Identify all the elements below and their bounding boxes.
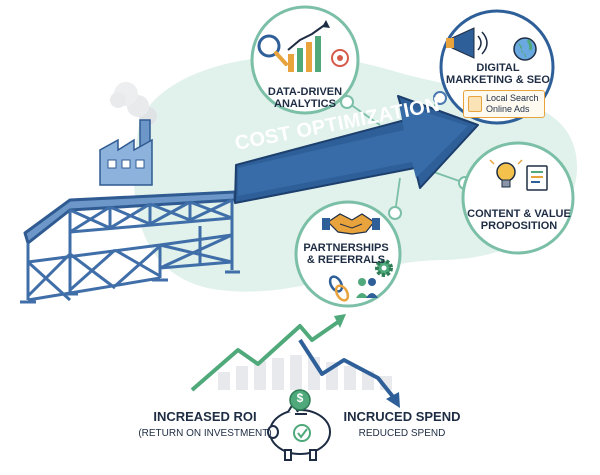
lightbulb-icon [489, 159, 523, 188]
cost-optimization-arrow [234, 95, 479, 204]
roi-arrowhead [334, 314, 346, 328]
bridge [20, 190, 240, 304]
analytics-label-line2: ANALYTICS [274, 98, 336, 111]
globe-icon [513, 37, 537, 61]
node-analytics [250, 5, 360, 115]
content-label-line1: CONTENT & VALUE [467, 208, 571, 220]
incruced-spend-title: INCRUCED SPEND [343, 409, 461, 424]
roi-up-line [190, 320, 340, 392]
gear-icon [375, 259, 393, 277]
node-partnerships [294, 200, 402, 308]
factory [99, 82, 157, 186]
increased-roi-subtitle: (RETURN ON INVESTMENT) [138, 428, 272, 439]
analytics-label-line1: DATA-DRIVEN [267, 86, 343, 98]
callout-online-ads: Online Ads [486, 104, 530, 114]
handshake-icon [322, 213, 380, 235]
marketing-label-line2: MARKETING & SEO [446, 74, 550, 87]
people-icon [356, 278, 378, 298]
tag-icon [468, 96, 482, 112]
spend-down-line [298, 338, 396, 400]
magnifier-icon [257, 34, 288, 66]
content-label-line2: PROPOSITION [480, 220, 558, 233]
megaphone-icon [446, 27, 488, 59]
target-icon [331, 49, 349, 67]
reduced-spend-subtitle: REDUCED SPEND [358, 428, 446, 439]
node-content [461, 141, 575, 255]
growth-decline-graphic [190, 314, 400, 408]
analytics-label: DATA-DRIVEN ANALYTICS [258, 86, 352, 111]
coin-icon [289, 389, 311, 411]
partnerships-label-line1: PARTNERSHIPS [303, 242, 389, 254]
spend-arrowhead [386, 392, 400, 408]
partnerships-label-line2: & REFERRALS [306, 254, 386, 267]
marketing-label: DIGITAL MARKETING & SEO [446, 62, 550, 87]
marketing-callout: Local Search Online Ads [463, 90, 545, 118]
chain-icon [328, 275, 350, 302]
content-label: CONTENT & VALUE PROPOSITION [464, 208, 574, 233]
partnerships-label: PARTNERSHIPS & REFERRALS [296, 242, 396, 267]
document-icon [526, 165, 548, 191]
bar-growth-icon [287, 20, 330, 72]
coin-symbol: $ [296, 391, 304, 405]
marketing-label-line1: DIGITAL [476, 62, 520, 74]
increased-roi-title: INCREASED ROI [153, 409, 257, 424]
callout-local-search: Local Search [486, 93, 539, 103]
